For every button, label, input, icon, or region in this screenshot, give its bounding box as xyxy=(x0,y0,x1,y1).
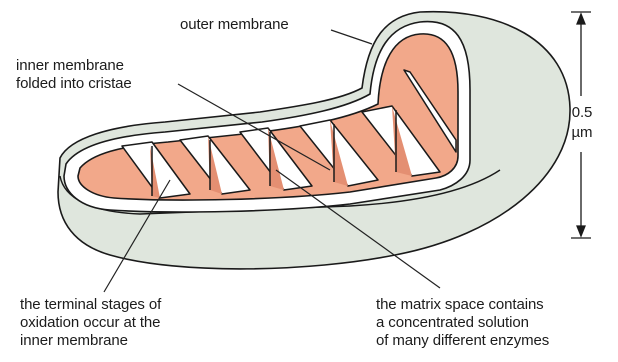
inner-membrane-label-line1: inner membrane xyxy=(16,57,124,74)
terminal-stages-label-line3: inner membrane xyxy=(20,332,128,349)
scale-value-label: 0.5 xyxy=(566,104,598,121)
leader-outer-membrane xyxy=(331,30,372,44)
inner-membrane-label-line2: folded into cristae xyxy=(16,75,132,92)
terminal-stages-label-line1: the terminal stages of xyxy=(20,296,161,313)
outer-membrane-label: outer membrane xyxy=(180,16,289,33)
matrix-space-label-line2: a concentrated solution xyxy=(376,314,529,331)
matrix-space-label-line1: the matrix space contains xyxy=(376,296,544,313)
matrix-space-label-line3: of many different enzymes xyxy=(376,332,549,349)
scale-unit-label: µm xyxy=(566,124,598,141)
terminal-stages-label-line2: oxidation occur at the xyxy=(20,314,160,331)
